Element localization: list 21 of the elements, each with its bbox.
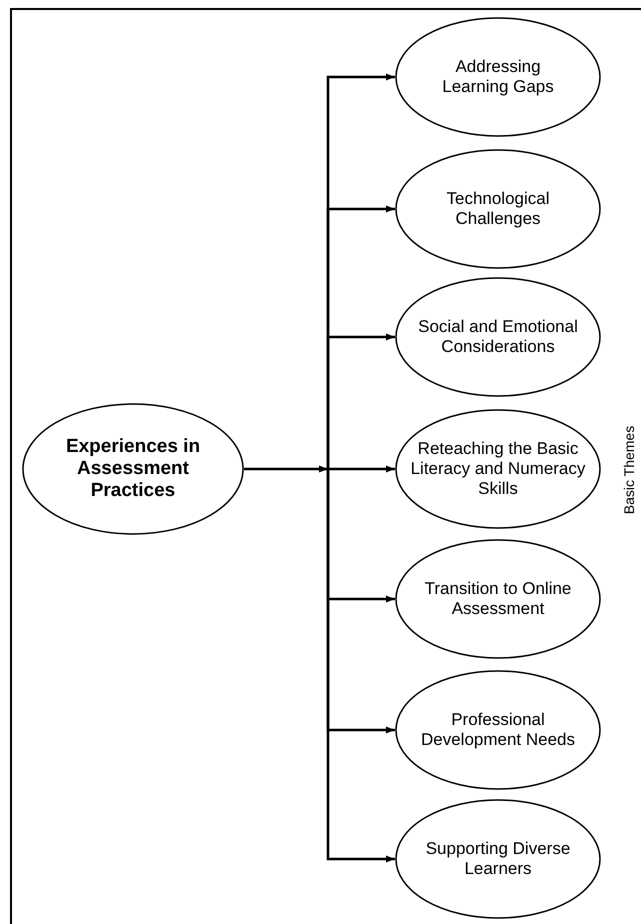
node-text: Technological Challenges: [445, 189, 550, 229]
theme-ellipse: [395, 277, 601, 397]
node-text: Experiences in Assessment Practices: [64, 436, 202, 502]
theme-ellipse: [395, 670, 601, 790]
theme-ellipse: [395, 539, 601, 659]
node-text: Addressing Learning Gaps: [441, 57, 555, 97]
arrow: [244, 466, 328, 472]
node-text: Transition to Online Assessment: [424, 579, 572, 619]
node-text: Reteaching the Basic Literacy and Numeracy Skills: [410, 439, 586, 499]
theme-ellipse: [395, 17, 601, 137]
node-text: Supporting Diverse Learners: [424, 839, 572, 879]
node-text: Professional Development Needs: [420, 710, 576, 750]
arrow: [326, 469, 395, 862]
theme-ellipse: [395, 149, 601, 269]
theme-ellipse: [395, 409, 601, 529]
theme-ellipse: [395, 799, 601, 919]
arrow: [326, 466, 395, 472]
central-ellipse: [22, 403, 244, 535]
arrow: [326, 334, 395, 469]
axis-caption: Basic Themes: [621, 426, 638, 514]
node-text: Social and Emotional Considerations: [417, 317, 579, 357]
